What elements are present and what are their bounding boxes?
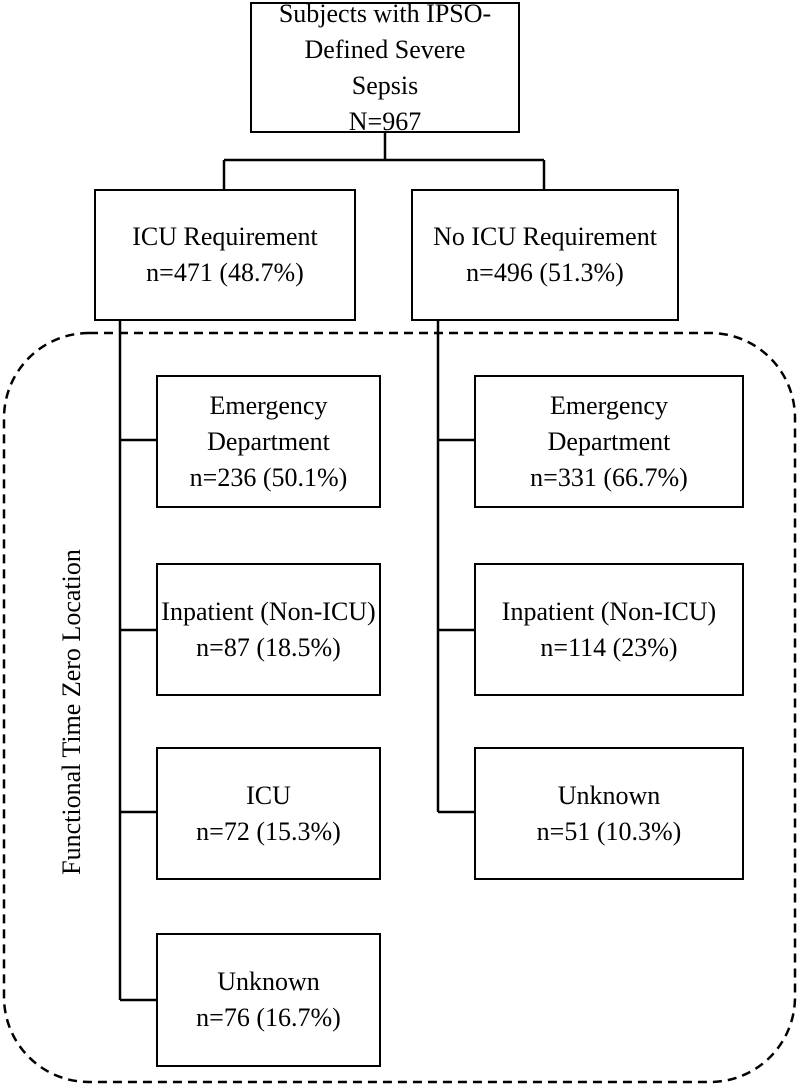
icu-unknown-label: Unknown	[217, 967, 320, 996]
icu-ed-count: n=236 (50.1%)	[189, 462, 348, 492]
icu-inpatient-box: Inpatient (Non-ICU) n=87 (18.5%)	[156, 563, 381, 696]
root-line-2: Defined Severe	[304, 34, 466, 64]
root-box: Subjects with IPSO- Defined Severe Sepsi…	[250, 0, 520, 136]
icu-ed-line-1: Emergency	[209, 390, 328, 420]
icu-icu-label: ICU	[246, 780, 291, 810]
icu-unknown-box: Unknown n=76 (16.7%)	[156, 933, 381, 1067]
no-icu-unknown-label: Unknown	[557, 780, 661, 810]
no-icu-ed-line-1: Emergency	[550, 390, 668, 420]
time-zero-region-border	[2, 331, 797, 1084]
no-icu-requirement-title: No ICU Requirement	[433, 222, 657, 251]
icu-inpatient-count: n=87 (18.5%)	[196, 632, 341, 662]
no-icu-unknown-box: Unknown n=51 (10.3%)	[474, 747, 744, 880]
root-count: N=967	[348, 106, 422, 136]
no-icu-emergency-department-box: Emergency Department n=331 (66.7%)	[474, 375, 744, 508]
icu-requirement-title: ICU Requirement	[132, 222, 318, 251]
no-icu-requirement-box: No ICU Requirement n=496 (51.3%)	[411, 189, 679, 321]
no-icu-inpatient-count: n=114 (23%)	[540, 632, 678, 662]
root-line-1: Subjects with IPSO-	[278, 0, 492, 28]
icu-emergency-department-box: Emergency Department n=236 (50.1%)	[156, 375, 381, 508]
icu-icu-box: ICU n=72 (15.3%)	[156, 747, 381, 880]
icu-unknown-count: n=76 (16.7%)	[196, 1003, 341, 1032]
no-icu-unknown-count: n=51 (10.3%)	[536, 816, 682, 846]
icu-inpatient-label: Inpatient (Non-ICU)	[161, 596, 376, 626]
icu-requirement-box: ICU Requirement n=471 (48.7%)	[94, 189, 356, 321]
icu-requirement-count: n=471 (48.7%)	[146, 258, 304, 287]
root-line-3: Sepsis	[351, 70, 419, 100]
no-icu-ed-count: n=331 (66.7%)	[530, 462, 688, 492]
icu-icu-count: n=72 (15.3%)	[196, 816, 341, 846]
no-icu-inpatient-label: Inpatient (Non-ICU)	[501, 596, 717, 626]
no-icu-ed-line-2: Department	[547, 426, 671, 456]
no-icu-inpatient-box: Inpatient (Non-ICU) n=114 (23%)	[474, 563, 744, 696]
no-icu-requirement-count: n=496 (51.3%)	[466, 258, 624, 287]
icu-ed-line-2: Department	[207, 426, 330, 456]
time-zero-location-label: Functional Time Zero Location	[57, 549, 86, 875]
